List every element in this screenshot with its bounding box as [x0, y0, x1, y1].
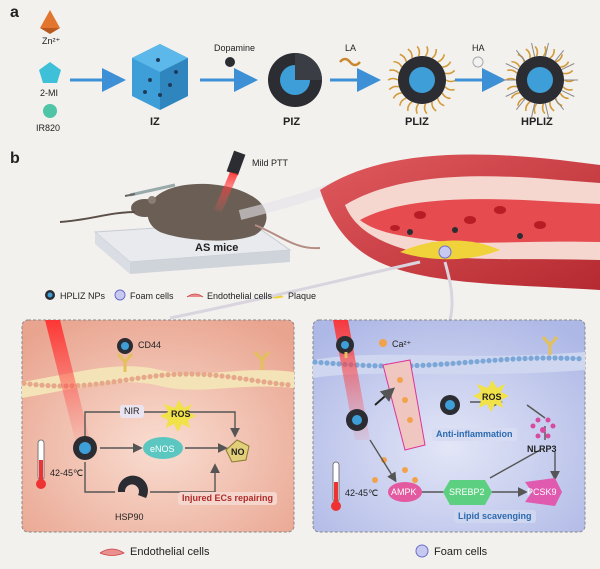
2mi-label: 2-MI [40, 88, 58, 98]
piz-label: PIZ [283, 116, 301, 128]
ca-label: Ca²⁺ [392, 339, 412, 349]
panel-b-letter: b [10, 150, 20, 167]
legend-endothelial: Endothelial cells [207, 291, 273, 301]
ros-right-label: ROS [482, 392, 502, 402]
iz-label: IZ [150, 116, 160, 128]
dopamine-label: Dopamine [214, 43, 256, 53]
foam-cell-icon [415, 544, 429, 558]
zn-icon [40, 10, 60, 28]
panel-a-letter: a [10, 4, 19, 21]
zn-label: Zn²⁺ [42, 36, 61, 46]
anti-inflammation-label: Anti-inflammation [432, 428, 517, 441]
bottom-endothelial-label: Endothelial cells [130, 546, 210, 558]
ampk-label: AMPK [391, 487, 417, 497]
cd44-label: CD44 [138, 340, 162, 350]
no-label: NO [231, 447, 245, 457]
hpliz-particle [502, 42, 578, 118]
nir-label: NIR [120, 405, 144, 418]
ir820-icon [43, 104, 57, 118]
2mi-icon [39, 62, 61, 83]
hpliz-label: HPLIZ [521, 116, 553, 128]
legend-hpliz: HPLIZ NPs [60, 291, 106, 301]
legend-plaque: Plaque [288, 291, 317, 301]
ha-label: HA [472, 43, 485, 53]
la-label: LA [345, 43, 357, 53]
left-temp-label: 42-45℃ [50, 468, 84, 478]
iz-particle [132, 44, 188, 110]
enos-label: eNOS [150, 444, 175, 454]
pcsk9-label: PCSK9 [527, 487, 557, 497]
blood-vessel [320, 154, 600, 290]
left-box [21, 319, 295, 533]
endothelial-icon [99, 548, 125, 556]
pliz-label: PLIZ [405, 116, 429, 128]
bottom-foam-label: Foam cells [434, 546, 488, 558]
panel-a-graphics [39, 10, 578, 118]
ros-left-label: ROS [171, 409, 191, 419]
ir820-label: IR820 [36, 123, 61, 133]
pliz-particle [387, 45, 457, 115]
mouse-scene [59, 150, 321, 274]
right-temp-label: 42-45℃ [345, 488, 379, 498]
nlrp3-cluster [530, 417, 556, 439]
srebp2-label: SREBP2 [449, 487, 485, 497]
hsp90-label: HSP90 [115, 512, 144, 522]
as-mice-label: AS mice [195, 242, 239, 254]
right-caption: Lipid scavenging [454, 510, 536, 523]
legend-foam: Foam cells [130, 291, 174, 301]
nlrp3-label: NLRP3 [527, 444, 557, 454]
mild-ptt-label: Mild PTT [252, 158, 288, 168]
piz-particle [268, 53, 322, 107]
left-caption: Injured ECs repairing [178, 492, 278, 505]
right-box [312, 319, 586, 533]
